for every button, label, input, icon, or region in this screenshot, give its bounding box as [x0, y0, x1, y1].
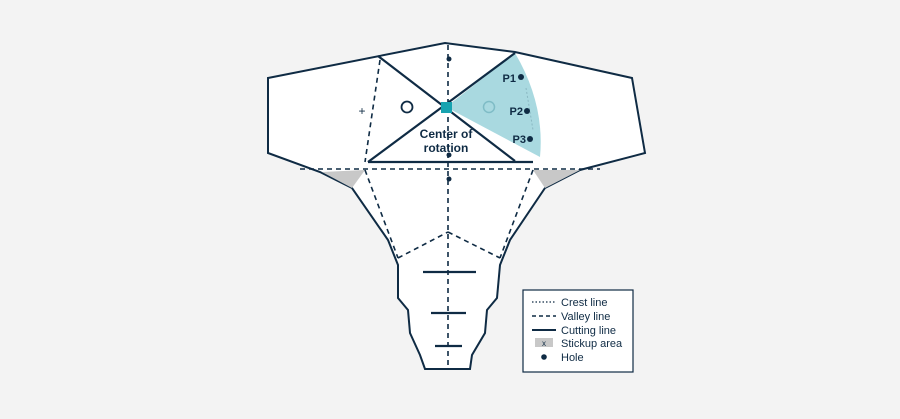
- fold-pattern-outline: [267, 41, 647, 370]
- valley-lines: [300, 45, 600, 370]
- legend-hole-sample: [541, 354, 547, 360]
- point-p1-dot: [518, 74, 524, 80]
- legend-crest-label: Crest line: [561, 297, 607, 309]
- point-p1-label: P1: [503, 73, 516, 85]
- point-p3-label: P3: [513, 134, 526, 146]
- point-p3-dot: [527, 136, 533, 142]
- right-open-circle: [482, 100, 496, 114]
- sector-arc-guide: [525, 87, 534, 131]
- stickup-area-left: [322, 170, 365, 188]
- center-label-line1: Center of: [420, 127, 474, 141]
- hole: [446, 176, 452, 182]
- legend-hole-label: Hole: [561, 352, 584, 364]
- center-label-line2: rotation: [424, 141, 469, 155]
- stickup-area-right: [533, 170, 580, 188]
- legend-valley-label: Valley line: [561, 311, 610, 323]
- legend-stickup-glyph: x: [542, 339, 546, 348]
- point-p2-dot: [524, 108, 530, 114]
- legend: Crest line Valley line Cutting line x St…: [522, 289, 634, 373]
- tail-cutting-lines: [423, 270, 476, 348]
- plus-marker: +: [358, 104, 365, 118]
- legend-stickup-label: Stickup area: [561, 338, 623, 350]
- center-of-rotation-marker: [441, 102, 452, 113]
- legend-stickup-sample: [535, 338, 553, 347]
- holes: [446, 56, 452, 182]
- hole: [446, 56, 452, 62]
- hole: [446, 152, 452, 158]
- left-open-circle: [400, 100, 414, 114]
- point-p2-label: P2: [510, 106, 523, 118]
- legend-cutting-label: Cutting line: [561, 325, 616, 337]
